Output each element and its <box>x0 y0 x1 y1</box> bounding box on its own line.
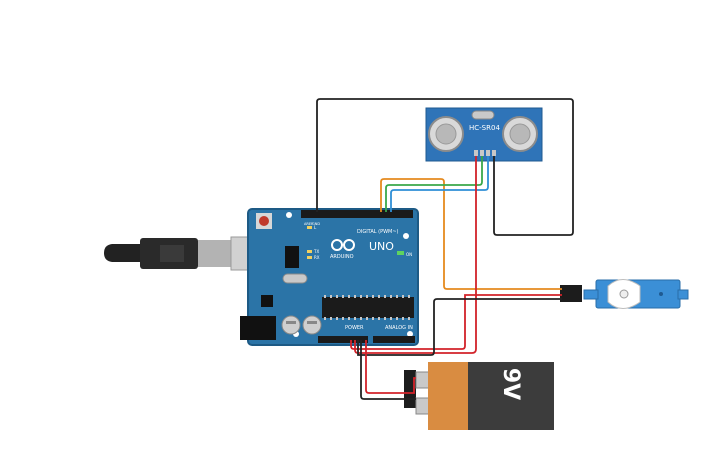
battery-9v[interactable]: 9V <box>404 362 554 430</box>
wire-gnd-sensor[interactable] <box>316 98 574 236</box>
transducer-right-mesh <box>509 123 531 145</box>
sensor-label: HC-SR04 <box>469 124 500 132</box>
arduino-logo-icon <box>331 239 355 251</box>
sensor-pin-gnd[interactable] <box>492 150 496 156</box>
crystal-oscillator <box>282 273 308 284</box>
battery-cap <box>468 362 554 430</box>
servo-motor[interactable] <box>560 279 689 309</box>
wire-echo[interactable] <box>390 156 489 212</box>
sensor-pin-trig[interactable] <box>480 150 484 156</box>
usb-plug-metal <box>198 240 231 267</box>
wire-vcc-sensor[interactable] <box>354 156 477 354</box>
chip-pins <box>324 295 410 320</box>
reset-button[interactable] <box>259 216 269 226</box>
power-label: POWER <box>345 325 364 331</box>
l-label: L <box>314 225 317 230</box>
power-header <box>318 336 368 343</box>
atmega-chip <box>322 297 414 318</box>
sensor-pin-echo[interactable] <box>486 150 490 156</box>
tx-led <box>307 250 312 253</box>
digital-header <box>301 210 413 218</box>
analog-header <box>373 336 415 343</box>
mounting-hole <box>403 233 409 239</box>
digital-label: DIGITAL (PWM~) <box>357 229 399 235</box>
capacitor-mark <box>307 321 317 324</box>
gnd-label: GND <box>312 222 320 226</box>
aref-label: AREF <box>304 222 313 226</box>
on-led <box>397 251 404 255</box>
servo-screw <box>659 292 663 296</box>
rx-label: RX <box>314 255 320 260</box>
arduino-board[interactable]: UNO ARDUINO DIGITAL (PWM~) POWER ANALOG … <box>240 208 419 346</box>
sensor-crystal <box>471 110 495 120</box>
usb-chip <box>261 295 273 307</box>
transducer-left-mesh <box>435 123 457 145</box>
wire-servo-signal[interactable] <box>380 178 562 290</box>
l-led <box>307 226 312 229</box>
battery-terminal-negative <box>415 397 431 415</box>
ultrasonic-sensor[interactable]: HC-SR04 <box>425 107 543 162</box>
capacitor-icon <box>302 315 322 335</box>
wires <box>316 98 574 400</box>
analog-label: ANALOG IN <box>385 325 413 331</box>
usb-cable[interactable] <box>104 236 267 271</box>
wire-battery-negative[interactable] <box>360 340 416 400</box>
voltage-regulator <box>285 246 299 268</box>
board-brand: ARDUINO <box>330 254 354 260</box>
capacitor-mark <box>286 321 296 324</box>
servo-mount-right <box>677 289 689 300</box>
battery-body <box>428 362 470 430</box>
sensor-pin-vcc[interactable] <box>474 150 478 156</box>
servo-mount-left <box>583 289 599 300</box>
wire-vcc-servo[interactable] <box>350 294 562 350</box>
servo-connector <box>560 285 582 302</box>
battery-label: 9V <box>498 368 523 400</box>
wire-battery-positive[interactable] <box>365 340 416 394</box>
board-model: UNO <box>369 240 394 253</box>
battery-terminal-positive <box>415 371 431 389</box>
usb-plug-tip <box>104 244 140 262</box>
on-label: ON <box>406 252 412 257</box>
tx-label: TX <box>313 249 319 254</box>
dc-power-jack[interactable] <box>240 316 276 340</box>
servo-shaft <box>619 289 629 299</box>
usb-plug-grip <box>160 245 184 262</box>
mounting-hole <box>407 331 413 337</box>
mounting-hole <box>286 212 292 218</box>
wire-trig[interactable] <box>385 156 483 212</box>
wire-gnd-servo[interactable] <box>357 298 562 356</box>
rx-led <box>307 256 312 259</box>
capacitor-icon <box>281 315 301 335</box>
